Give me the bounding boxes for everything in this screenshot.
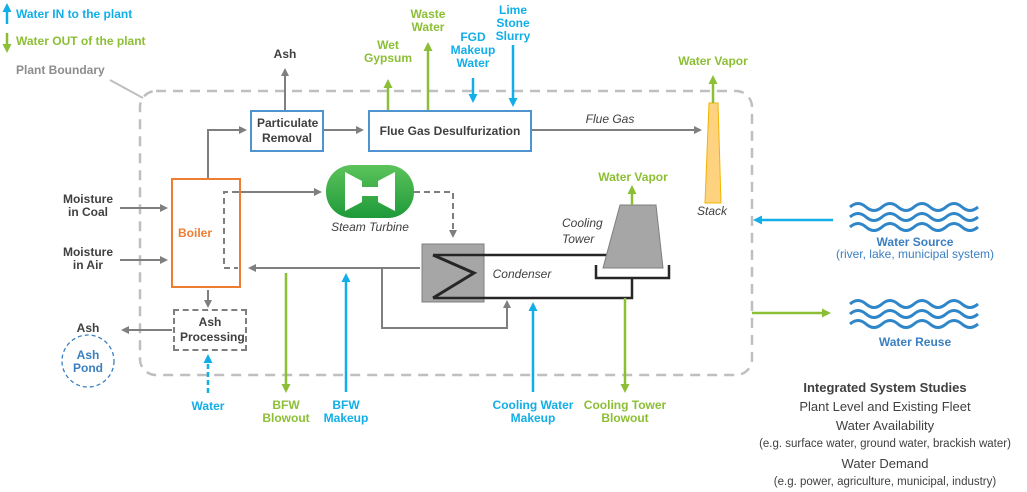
legend-water-in: Water IN to the plant <box>16 7 133 21</box>
flow-condenser-loop <box>381 268 511 329</box>
water-reuse-label: Water Reuse <box>878 335 952 349</box>
cooling-tower <box>594 204 671 280</box>
fgd-label: Flue Gas Desulfurization <box>379 123 521 138</box>
studies-title: Integrated System Studies <box>803 380 967 395</box>
water-source-waves-icon <box>849 202 979 232</box>
water-source-sub-label: (river, lake, municipal system) <box>835 247 995 261</box>
steam-turbine-icon <box>326 165 414 218</box>
stack-water-vapor-label: Water Vapor <box>678 54 748 68</box>
tower-water-vapor-label: Water Vapor <box>598 170 668 184</box>
moisture-in-air-label: Moisture in Air <box>62 245 113 272</box>
bfw-blowout-label: BFW Blowout <box>262 398 310 425</box>
process-flows <box>120 68 702 334</box>
ash-pond-label: Ash Pond <box>73 348 103 375</box>
particulate-removal-label: Particulate Removal <box>257 116 319 145</box>
boiler-internal-path <box>223 191 238 269</box>
studies-line3: (e.g. surface water, ground water, brack… <box>759 438 1011 450</box>
legend-water-out: Water OUT of the plant <box>16 34 146 48</box>
ash-processing-label: Ash Processing <box>180 315 245 344</box>
waste-water-label: Waste Water <box>410 7 446 34</box>
fgd-makeup-water-label: FGD Makeup Water <box>450 30 496 70</box>
cooling-water-makeup-label: Cooling Water Makeup <box>492 398 574 425</box>
cooling-tower-label: Cooling Tower <box>562 216 603 246</box>
ash-water-label: Water <box>191 399 225 413</box>
legend-plant-boundary: Plant Boundary <box>16 63 105 77</box>
studies-line4: Water Demand <box>841 456 929 471</box>
ash-pond-circle <box>61 334 115 388</box>
ash-left-label: Ash <box>76 321 100 335</box>
studies-line2: Water Availability <box>835 418 935 433</box>
ash-top-label: Ash <box>273 47 297 61</box>
flue-gas-label: Flue Gas <box>585 112 635 126</box>
condenser <box>421 243 634 303</box>
water-source-label: Water Source <box>876 235 954 249</box>
fgd-box: Flue Gas Desulfurization <box>368 110 532 152</box>
stack-label: Stack <box>696 204 727 218</box>
particulate-removal-box: Particulate Removal <box>250 110 324 152</box>
bfw-makeup-label: BFW Makeup <box>323 398 369 425</box>
boiler-box: Boiler <box>171 178 241 288</box>
integrated-system-studies: Integrated System Studies Plant Level an… <box>745 378 1025 492</box>
cooling-tower-blowout-label: Cooling Tower Blowout <box>583 398 667 425</box>
plant-boundary <box>138 89 754 377</box>
moisture-in-coal-label: Moisture in Coal <box>62 192 113 219</box>
flow-boiler-to-particulate <box>207 126 247 178</box>
wet-gypsum-label: Wet Gypsum <box>363 38 412 65</box>
stack <box>704 102 722 204</box>
boiler-label: Boiler <box>178 225 213 240</box>
lime-stone-slurry-label: Lime Stone Slurry <box>495 3 531 43</box>
condenser-label: Condenser <box>492 267 552 281</box>
water-reuse-waves-icon <box>849 299 979 329</box>
steam-turbine-label: Steam Turbine <box>331 220 409 234</box>
studies-line5: (e.g. power, agriculture, municipal, ind… <box>773 476 997 488</box>
plant-boundary-leader <box>109 79 144 99</box>
studies-line1: Plant Level and Existing Fleet <box>799 399 971 414</box>
flow-turbine-to-condenser <box>414 191 457 238</box>
ash-processing-box: Ash Processing <box>173 309 247 351</box>
